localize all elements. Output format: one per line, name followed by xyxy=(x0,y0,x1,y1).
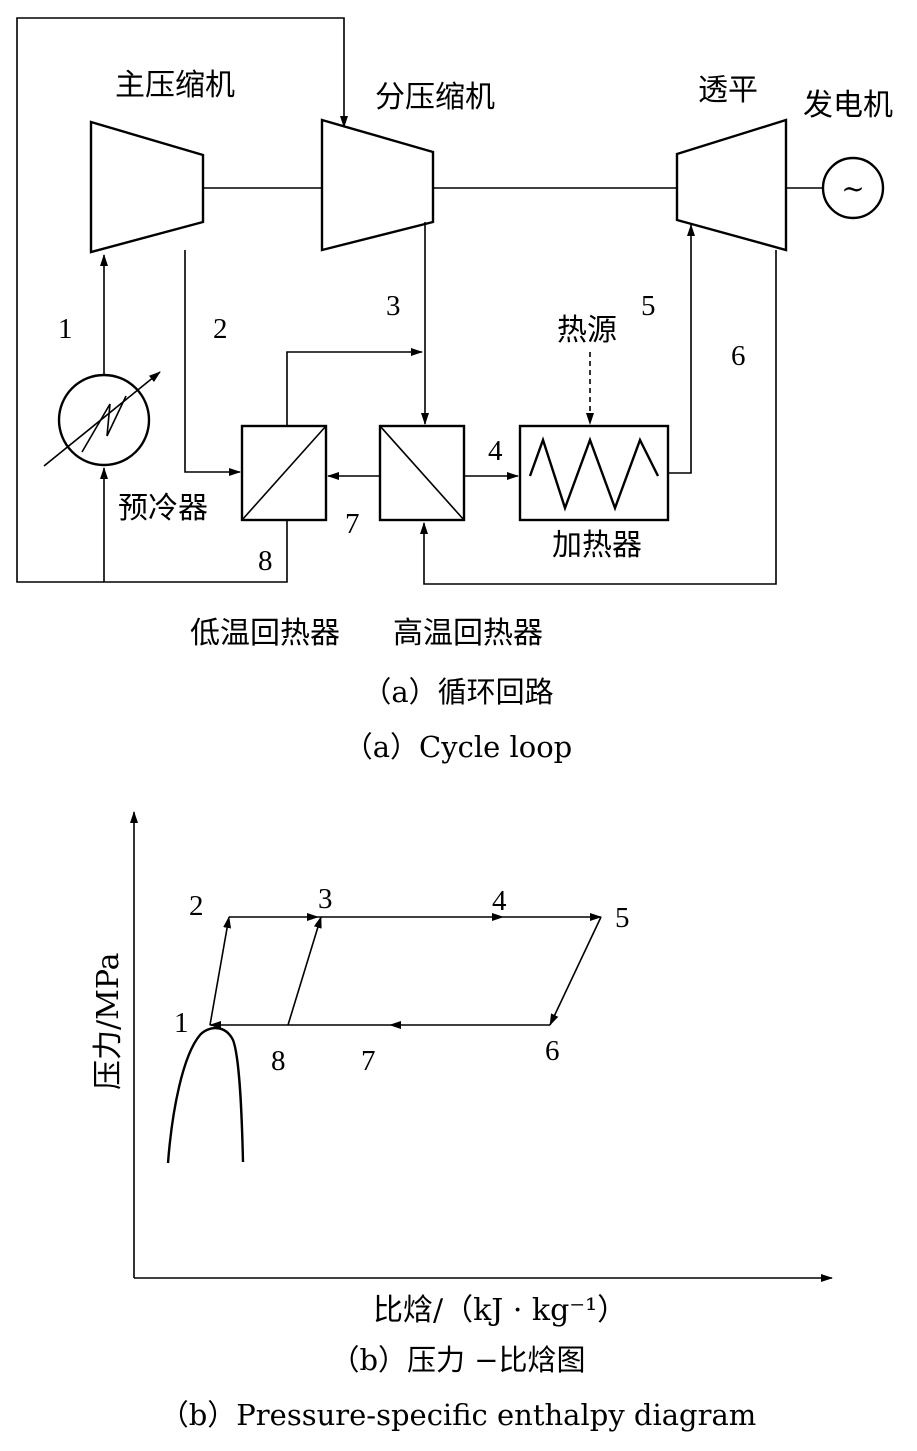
recompressor-inlet-path xyxy=(16,17,348,583)
flow-2 xyxy=(184,250,241,476)
state-2-label: 2 xyxy=(213,313,228,345)
turbine xyxy=(675,118,788,252)
state-3-label: 3 xyxy=(386,290,401,322)
caption-b-en: （b）Pressure-specific enthalpy diagram xyxy=(160,1398,757,1432)
x-axis-label: 比焓/（kJ · kg⁻¹） xyxy=(373,1293,627,1328)
main-compressor-label: 主压缩机 xyxy=(115,68,235,103)
main-compressor xyxy=(89,120,205,254)
precooler-label: 预冷器 xyxy=(118,491,208,526)
caption-b-cn: （b）压力 −比焓图 xyxy=(330,1343,585,1377)
point-7-label: 7 xyxy=(361,1045,376,1077)
recompressor-label: 分压缩机 xyxy=(375,80,495,115)
recompressor xyxy=(320,118,435,252)
turbine-label: 透平 xyxy=(698,73,758,108)
state-4-label: 4 xyxy=(488,435,503,467)
flow-5 xyxy=(668,224,695,474)
htr-diagonal xyxy=(379,425,465,521)
point-4-label: 4 xyxy=(492,885,507,917)
heater-label: 加热器 xyxy=(552,528,642,563)
pressure-enthalpy-diagram: 压力/MPa 比焓/（kJ · kg⁻¹） 1 2 3 4 5 6 7 8 （b… xyxy=(91,811,833,1432)
high-temp-recuperator xyxy=(378,424,466,522)
point-8-label: 8 xyxy=(271,1045,286,1077)
generator xyxy=(821,156,885,220)
state-1-label: 1 xyxy=(58,313,73,345)
process-8-3 xyxy=(287,916,322,1026)
htr-label: 高温回热器 xyxy=(393,616,543,651)
low-temp-recuperator xyxy=(240,424,328,522)
point-6-label: 6 xyxy=(545,1035,560,1067)
process-5-6 xyxy=(549,916,602,1026)
state-8-label: 8 xyxy=(258,545,273,577)
generator-symbol: ~ xyxy=(841,172,864,205)
point-3-label: 3 xyxy=(318,883,333,915)
cooler-zigzag xyxy=(81,395,127,453)
cycle-loop-diagram: 主压缩机 分压缩机 透平 发电机 热源 预冷器 加热器 低温回热器 高温回热器 … xyxy=(16,17,893,764)
generator-label: 发电机 xyxy=(803,88,893,123)
flow-6 xyxy=(420,250,777,585)
point-5-label: 5 xyxy=(615,902,630,934)
state-5-label: 5 xyxy=(641,290,656,322)
cooler xyxy=(57,373,151,467)
heat-source-label: 热源 xyxy=(557,313,617,348)
caption-a-en: （a）Cycle loop xyxy=(344,730,573,764)
ltr-cold-outlet-path xyxy=(286,348,423,426)
ltr-diagonal xyxy=(241,425,327,521)
state-6-label: 6 xyxy=(731,340,746,372)
flow-8 xyxy=(100,467,288,583)
cooler-coolant-arrow xyxy=(43,371,161,467)
state-7-label: 7 xyxy=(345,508,360,540)
ltr-label: 低温回热器 xyxy=(190,616,340,651)
point-1-label: 1 xyxy=(174,1007,189,1039)
heater-coil xyxy=(528,436,660,512)
process-1-2 xyxy=(209,916,232,1026)
saturation-dome xyxy=(166,1026,245,1164)
y-axis-label: 压力/MPa xyxy=(91,952,126,1090)
point-2-label: 2 xyxy=(189,890,204,922)
caption-a-cn: （a）循环回路 xyxy=(362,675,553,709)
